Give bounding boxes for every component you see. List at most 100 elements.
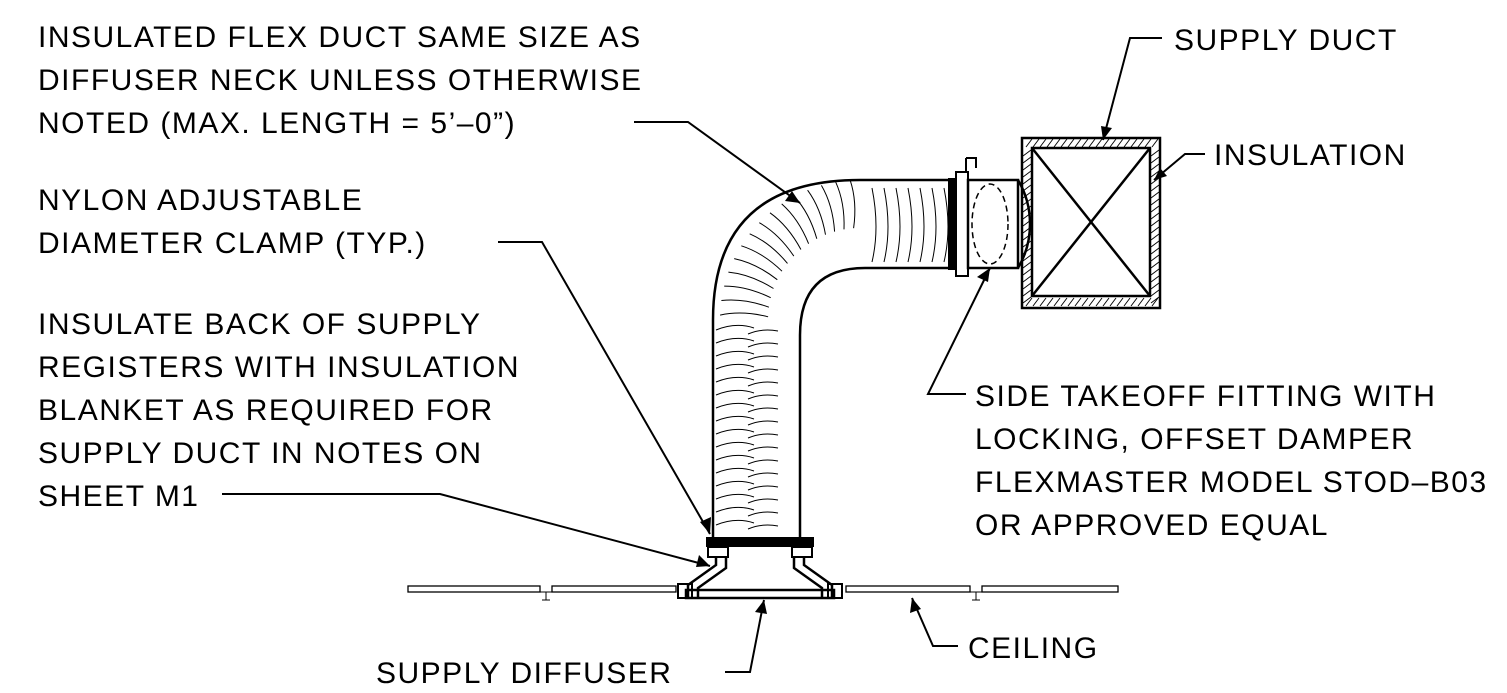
insulation-hatch-line: [1046, 297, 1054, 307]
insulation-hatch-line: [1022, 170, 1032, 178]
insulation-hatch-line: [1150, 233, 1160, 241]
insulation-hatch-line: [1025, 138, 1033, 148]
flex-duct-outer-wall: [711, 178, 948, 537]
insulation-hatch-line: [1022, 254, 1032, 262]
insulation-hatch-line: [1022, 261, 1032, 269]
insulation-hatch-line: [1150, 177, 1160, 185]
insulation-hatch-line: [1039, 138, 1047, 148]
diffuser-cone-right-inner: [792, 557, 824, 597]
insulation-hatch-line: [1039, 297, 1047, 307]
ceiling-tile-1: [407, 585, 541, 593]
flex-duct-rib: [715, 389, 779, 400]
insulation-hatch-line: [1074, 138, 1082, 148]
insulation-hatch-line: [1150, 296, 1160, 304]
flex-duct-line-1: INSULATED FLEX DUCT SAME SIZE AS: [38, 21, 642, 54]
takeoff-body: [966, 178, 1020, 270]
insulation-hatch-line: [1025, 297, 1033, 307]
leader-clamp-arrow: [700, 517, 711, 534]
insulation-hatch-line: [1022, 282, 1032, 290]
insulation-hatch-line: [1022, 177, 1032, 185]
insulation-hatch-line: [1130, 297, 1138, 307]
ceiling-tile-3: [845, 585, 971, 593]
insulation-hatch-line: [1022, 205, 1032, 213]
flex-duct-rib: [793, 196, 818, 239]
insulation-hatch-line: [1067, 297, 1075, 307]
flex-duct-inner-wall: [798, 266, 948, 537]
leader-diffuser: [725, 599, 765, 673]
flex-duct-rib: [728, 271, 774, 289]
flex-duct-rib: [719, 312, 769, 318]
insulation-hatch-line: [1150, 170, 1160, 178]
flex-duct-rib: [943, 187, 949, 263]
insulation-hatch-line: [1150, 184, 1160, 192]
insulation-hatch-line: [1150, 149, 1160, 157]
insulation-hatch-line: [1022, 289, 1032, 297]
label-insulate-back: INSULATE BACK OF SUPPLY REGISTERS WITH I…: [38, 308, 520, 513]
insulation-hatch-line: [1102, 297, 1110, 307]
flex-duct-rib: [835, 181, 845, 230]
insulate-line-2: REGISTERS WITH INSULATION: [38, 351, 520, 384]
insulate-line-3: BLANKET AS REQUIRED FOR: [38, 394, 494, 427]
label-insulation: INSULATION: [1214, 139, 1407, 172]
insulation-hatch-line: [1022, 247, 1032, 255]
insulation-hatch-line: [1022, 296, 1032, 304]
insulation-hatch-line: [1053, 138, 1061, 148]
insulation-hatch-line: [1060, 138, 1068, 148]
insulate-line-4: SUPPLY DUCT IN NOTES ON: [38, 437, 483, 470]
label-supply-diffuser: SUPPLY DIFFUSER: [376, 657, 672, 690]
insulation-hatch-line: [1150, 282, 1160, 290]
takeoff-clamp-band: [948, 178, 956, 270]
insulation-hatch-line: [1022, 212, 1032, 220]
insulation-hatch-line: [1150, 156, 1160, 164]
flex-duct-corrugations: [715, 180, 949, 530]
insulation-hatch-line: [1095, 138, 1103, 148]
ceiling-tile-4: [981, 585, 1119, 593]
takeoff-line-2: LOCKING, OFFSET DAMPER: [975, 423, 1414, 456]
leader-ceiling-arrow: [910, 598, 921, 613]
takeoff-line-4: OR APPROVED EQUAL: [975, 509, 1329, 542]
flex-duct-rib: [715, 493, 779, 504]
flex-duct-line-2: DIFFUSER NECK UNLESS OTHERWISE: [38, 64, 643, 97]
leader-diffuser-arrow: [755, 600, 767, 614]
label-ceiling: CEILING: [968, 632, 1099, 665]
flex-duct-rib: [883, 187, 889, 263]
insulation-hatch-line: [1150, 275, 1160, 283]
insulate-line-5: SHEET M1: [38, 480, 200, 513]
insulation-hatch-line: [1116, 138, 1124, 148]
flex-duct-rib: [715, 467, 779, 478]
insulation-hatch-line: [1150, 198, 1160, 206]
insulation-hatch-line: [1022, 226, 1032, 234]
diffuser-face: [684, 588, 836, 600]
insulation-hatch-line: [1022, 275, 1032, 283]
flex-duct-rib: [759, 222, 795, 257]
ceiling-tee-1: [540, 591, 552, 601]
insulation-hatch-line: [1150, 191, 1160, 199]
insulation-hatch-line: [1022, 149, 1032, 157]
flex-duct-rib: [769, 212, 802, 250]
flex-duct: [711, 178, 949, 537]
flex-duct-rib: [715, 480, 779, 491]
flex-duct-rib: [715, 428, 779, 439]
insulation-hatch-line: [1074, 297, 1082, 307]
takeoff-line-1: SIDE TAKEOFF FITTING WITH: [975, 380, 1436, 413]
takeoff-line-3: FLEXMASTER MODEL STOD–B03: [975, 466, 1488, 499]
insulation-hatch-line: [1150, 212, 1160, 220]
insulation-hatch-line: [1150, 261, 1160, 269]
flex-duct-rib: [781, 203, 810, 244]
insulation-hatch-line: [1022, 233, 1032, 241]
insulation-hatch-line: [1088, 297, 1096, 307]
clamp-line-1: NYLON ADJUSTABLE: [38, 184, 363, 217]
leader-takeoff-arrow: [977, 268, 990, 282]
insulation-hatch-line: [1109, 297, 1117, 307]
flex-duct-rib: [715, 350, 779, 361]
duct-inner-wall: [1030, 146, 1152, 298]
insulation-hatch-line: [1046, 138, 1054, 148]
insulation-hatch-line: [1022, 268, 1032, 276]
leader-takeoff: [926, 267, 991, 395]
flex-duct-rib: [715, 506, 779, 517]
insulation-hatch-line: [1150, 163, 1160, 171]
insulation-hatch-line: [1088, 138, 1096, 148]
leader-ceiling: [911, 597, 958, 647]
diffuser-clamp-left: [707, 546, 729, 558]
label-takeoff: SIDE TAKEOFF FITTING WITH LOCKING, OFFSE…: [975, 380, 1488, 542]
